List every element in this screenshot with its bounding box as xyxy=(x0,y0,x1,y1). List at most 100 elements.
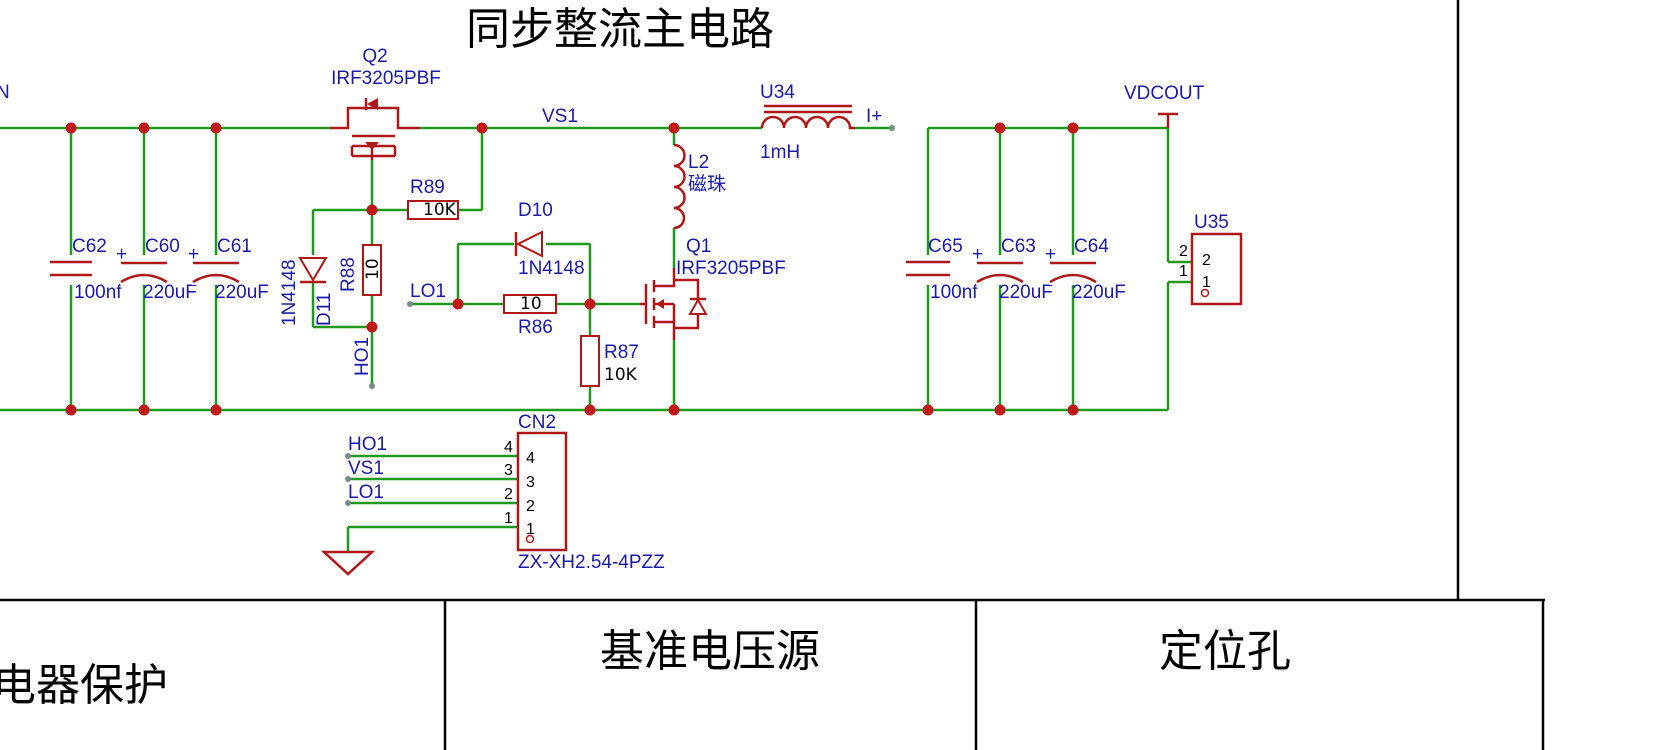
cn2-pin-inner-3: 3 xyxy=(526,474,535,491)
junction xyxy=(366,321,378,333)
junction xyxy=(65,122,77,134)
junction xyxy=(366,204,378,216)
section-title-relay: 电器保护 xyxy=(0,660,168,711)
cn2-pin-outer-2: 2 xyxy=(504,486,513,503)
junction xyxy=(994,122,1006,134)
d11-value: 1N4148 xyxy=(279,259,300,326)
junction xyxy=(210,404,222,416)
ground-symbol[interactable] xyxy=(320,550,376,576)
c60-ref: C60 xyxy=(145,236,180,257)
capacitor-c65[interactable]: C65 100nf xyxy=(906,236,978,303)
c64-value: 220uF xyxy=(1072,282,1126,303)
inductor-u34[interactable]: U34 1mH xyxy=(760,82,855,163)
mosfet-q2[interactable]: Q2 IRF3205PBF xyxy=(330,46,441,160)
c65-ref: C65 xyxy=(928,236,963,257)
resistor-r86[interactable]: 10 R86 xyxy=(503,294,557,338)
left-edge-text: N xyxy=(0,82,10,103)
junction xyxy=(668,404,680,416)
c61-value: 220uF xyxy=(215,282,269,303)
c61-ref: C61 xyxy=(217,236,252,257)
diode-d11[interactable]: 1N4148 D11 xyxy=(279,257,335,326)
junction xyxy=(584,404,596,416)
c60-value: 220uF xyxy=(143,282,197,303)
c62-value: 100nf xyxy=(74,282,122,303)
capacitor-c64[interactable]: + C64 220uF xyxy=(1045,236,1126,303)
capacitor-c62[interactable]: C62 100nf xyxy=(50,236,122,303)
capacitor-c60[interactable]: + C60 220uF xyxy=(116,236,197,303)
junction xyxy=(452,298,464,310)
r87-ref: R87 xyxy=(604,342,639,363)
q2-value: IRF3205PBF xyxy=(331,68,441,89)
resistor-r89[interactable]: R89 10K xyxy=(407,177,459,220)
drawing-frame xyxy=(0,0,1545,750)
r89-ref: R89 xyxy=(410,177,445,198)
c63-polarity: + xyxy=(972,244,983,265)
c61-polarity: + xyxy=(188,244,199,265)
cn2-net-ho1: HO1 xyxy=(348,434,387,455)
cn2-pin-outer-3: 3 xyxy=(504,462,513,479)
junction xyxy=(138,122,150,134)
u34-value: 1mH xyxy=(760,142,800,163)
q1-ref: Q1 xyxy=(686,236,711,257)
junction xyxy=(210,122,222,134)
cn2-ref: CN2 xyxy=(518,412,556,433)
junction xyxy=(1067,122,1079,134)
connector-cn2[interactable]: CN2 4 3 2 1 4 3 2 1 ZX-XH2.54-4PZZ xyxy=(504,412,665,573)
net-label-vdcout: VDCOUT xyxy=(1124,83,1205,104)
cn2-pin-inner-2: 2 xyxy=(526,498,535,515)
junction xyxy=(476,122,488,134)
diode-d10[interactable]: D10 1N4148 xyxy=(514,200,585,279)
main-title: 同步整流主电路 xyxy=(466,4,774,55)
capacitor-c63[interactable]: + C63 220uF xyxy=(972,236,1053,303)
c65-value: 100nf xyxy=(930,282,978,303)
cn2-value: ZX-XH2.54-4PZZ xyxy=(518,552,665,573)
c63-ref: C63 xyxy=(1001,236,1036,257)
power-port-vdcout[interactable]: VDCOUT xyxy=(1124,83,1205,128)
d10-ref: D10 xyxy=(518,200,553,221)
r87-value: 10K xyxy=(604,365,638,385)
net-label-ho1-vertical: HO1 xyxy=(352,337,373,376)
cn2-pin-inner-4: 4 xyxy=(526,450,535,467)
connector-u35[interactable]: U35 2 1 2 1 xyxy=(1179,212,1243,306)
u35-pin-outer-1: 1 xyxy=(1179,263,1188,280)
capacitor-c61[interactable]: + C61 220uF xyxy=(188,236,269,303)
r86-ref: R86 xyxy=(518,317,553,338)
c62-ref: C62 xyxy=(72,236,107,257)
r88-ref: R88 xyxy=(338,257,359,292)
u35-pin-inner-2: 2 xyxy=(1202,252,1211,269)
c60-polarity: + xyxy=(116,244,127,265)
mosfet-q1[interactable]: Q1 IRF3205PBF xyxy=(640,236,786,340)
cn2-pin-outer-4: 4 xyxy=(504,439,513,456)
l2-ref: L2 xyxy=(688,152,709,173)
u35-ref: U35 xyxy=(1194,212,1229,233)
cn2-net-vs1: VS1 xyxy=(348,458,384,479)
r86-value: 10 xyxy=(520,294,542,314)
junction xyxy=(65,404,77,416)
net-label-iplus: I+ xyxy=(866,106,882,127)
junction-dots xyxy=(65,122,1079,416)
junction xyxy=(668,122,680,134)
u35-pin-inner-1: 1 xyxy=(1202,274,1211,291)
q2-ref: Q2 xyxy=(362,46,387,67)
r89-value: 10K xyxy=(423,200,457,220)
u34-ref: U34 xyxy=(760,82,795,103)
net-label-lo1: LO1 xyxy=(410,281,446,302)
cn2-pin-outer-1: 1 xyxy=(504,510,513,527)
cn2-pin-inner-1: 1 xyxy=(526,521,535,538)
c63-value: 220uF xyxy=(999,282,1053,303)
section-title-reference: 基准电压源 xyxy=(600,626,820,677)
junction xyxy=(994,404,1006,416)
resistor-r88[interactable]: 10 R88 xyxy=(338,244,383,296)
cn2-net-lo1: LO1 xyxy=(348,482,384,503)
c64-polarity: + xyxy=(1045,244,1056,265)
l2-value: 磁珠 xyxy=(688,173,726,195)
inductor-l2[interactable]: L2 磁珠 xyxy=(673,143,726,230)
junction xyxy=(138,404,150,416)
resistor-r87[interactable]: R87 10K xyxy=(580,335,639,387)
junction xyxy=(1067,404,1079,416)
net-label-vs1: VS1 xyxy=(542,106,578,127)
q1-value: IRF3205PBF xyxy=(676,258,786,279)
d11-ref: D11 xyxy=(314,293,335,326)
net-ports xyxy=(345,125,895,506)
